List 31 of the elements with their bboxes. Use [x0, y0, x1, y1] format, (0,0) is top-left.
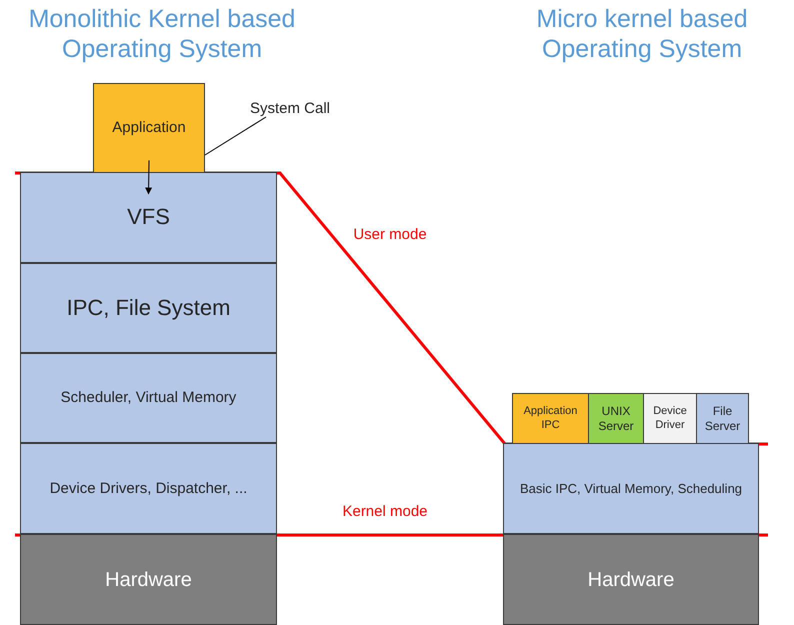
layer-box: [588, 393, 644, 444]
arrow: [145, 160, 152, 195]
layer-label: Scheduler, Virtual Memory: [60, 389, 236, 407]
layer-label: UNIX Server: [597, 404, 635, 433]
layer-label: Application: [112, 119, 186, 137]
layer-box: [696, 393, 749, 444]
layer-box: [20, 172, 277, 263]
layer-label: Hardware: [588, 568, 674, 592]
layer-box: [643, 393, 697, 444]
layer-box: [20, 263, 277, 353]
layer-box: [503, 443, 759, 534]
layer-box: [20, 443, 277, 534]
layer-label: Application IPC: [522, 405, 578, 432]
layer-label: Hardware: [105, 568, 192, 592]
layer-label: Device Driver: [652, 405, 688, 432]
layer-label: VFS: [127, 204, 170, 231]
mode-label: Kernel mode: [341, 503, 429, 521]
mode-label: User mode: [352, 226, 428, 244]
layer-box: [20, 353, 277, 443]
application-box: [93, 83, 205, 173]
hardware-layer: [20, 534, 277, 625]
layer-label: IPC, File System: [66, 294, 230, 322]
application-box: [512, 393, 589, 444]
layer-label: Basic IPC, Virtual Memory, Scheduling: [520, 480, 742, 496]
layer-label: File Server: [704, 404, 742, 433]
layer-label: Device Drivers, Dispatcher, ...: [50, 480, 248, 498]
page-title: Monolithic Kernel based Operating System: [28, 4, 296, 64]
callout-label: System Call: [250, 100, 330, 117]
leader-line: [204, 116, 266, 156]
page-title: Micro kernel based Operating System: [535, 4, 749, 64]
hardware-layer: [503, 534, 759, 625]
